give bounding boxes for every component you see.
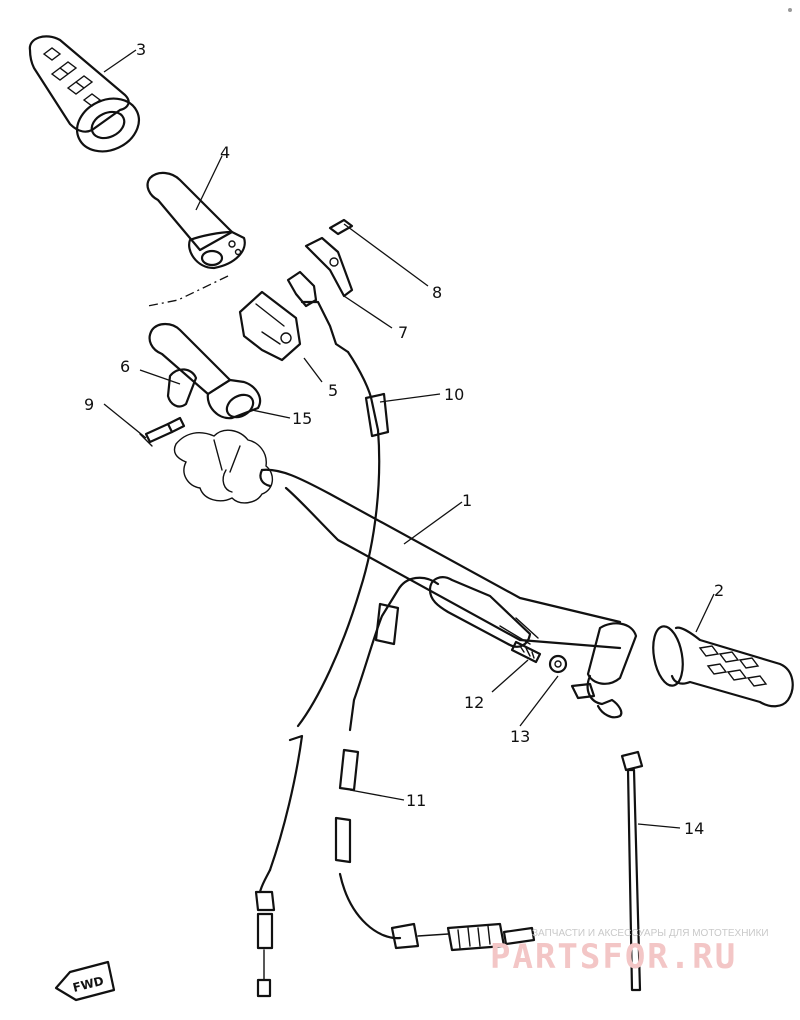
throttle-housing — [238, 290, 302, 362]
callout-11: 11 — [406, 791, 426, 810]
adjuster-nut — [548, 654, 568, 674]
watermark: ЗАПЧАСТИ И АКСЕССУАРЫ ДЛЯ МОТОТЕХНИКИ PA… — [490, 928, 769, 977]
fwd-label: FWD — [71, 974, 105, 995]
cable-adjuster-upper — [304, 218, 354, 298]
corner-dot — [788, 8, 792, 12]
callout-13: 13 — [510, 727, 530, 746]
main-handlebar — [259, 468, 622, 650]
cable-holder — [286, 270, 350, 354]
alignment-line — [147, 275, 229, 307]
left-grip — [28, 35, 140, 153]
cable-adjuster — [510, 640, 542, 664]
callout-6: 6 — [120, 357, 130, 376]
callout-14: 14 — [684, 819, 704, 838]
throttle-grip-tube — [146, 171, 246, 270]
clutch-cable — [334, 576, 536, 952]
fwd-direction-marker: FWD — [54, 960, 116, 1002]
callout-3: 3 — [136, 40, 146, 59]
callout-12: 12 — [464, 693, 484, 712]
throttle-cable — [254, 350, 390, 998]
callout-5: 5 — [328, 381, 338, 400]
callout-15: 15 — [292, 409, 312, 428]
callout-7: 7 — [398, 323, 408, 342]
callout-1: 1 — [462, 491, 472, 510]
right-grip — [570, 622, 794, 719]
watermark-brand: PARTSFOR.RU — [490, 937, 737, 977]
callout-10: 10 — [444, 385, 464, 404]
watermark-tagline: ЗАПЧАСТИ И АКСЕССУАРЫ ДЛЯ МОТОТЕХНИКИ — [532, 928, 769, 939]
handlebar-left-section — [148, 322, 273, 504]
callout-8: 8 — [432, 283, 442, 302]
cable-tie — [620, 750, 644, 992]
callout-2: 2 — [714, 581, 724, 600]
callout-9: 9 — [84, 395, 94, 414]
throttle-ring — [225, 393, 255, 419]
leader-lines — [103, 49, 715, 829]
callout-4: 4 — [220, 143, 230, 162]
callout-labels: 1 2 3 4 5 6 7 8 9 10 11 12 13 14 15 — [84, 40, 724, 838]
screw — [139, 416, 186, 447]
